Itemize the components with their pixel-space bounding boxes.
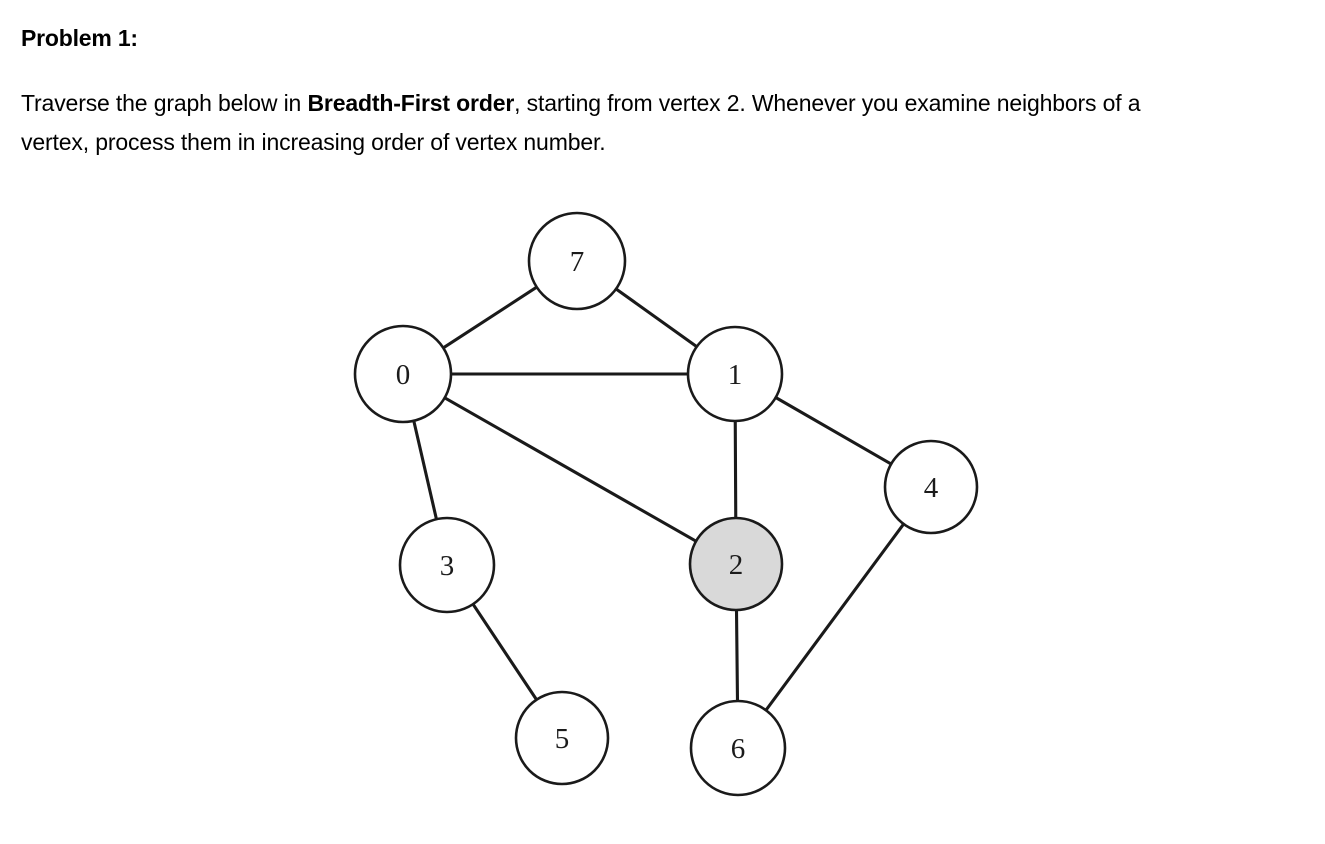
graph-edge-0-3 (412, 418, 439, 522)
body-text: Traverse the graph below in (21, 90, 308, 116)
graph-node-circle-0[interactable] (353, 324, 453, 424)
graph-edge-6-4 (763, 521, 906, 713)
graph-node-circle-4[interactable] (883, 439, 979, 535)
graph-node-circle-3[interactable] (398, 516, 496, 614)
emphasis-text: Breadth-First order (307, 90, 515, 116)
graph-node-1[interactable]: 1 (686, 325, 784, 423)
graph-node-label-4: 4 (924, 472, 939, 504)
problem-statement: Traverse the graph below in Breadth-Firs… (21, 84, 1191, 162)
page-title: Problem 1: (21, 25, 138, 51)
graph-node-circle-2[interactable] (688, 516, 784, 612)
graph-node-label-0: 0 (396, 359, 411, 391)
graph-node-label-6: 6 (731, 733, 746, 765)
graph-node-circle-1[interactable] (686, 325, 784, 423)
graph-node-label-7: 7 (570, 246, 585, 278)
graph-node-2[interactable]: 2 (688, 516, 784, 612)
graph-node-label-3: 3 (440, 550, 455, 582)
graph-node-circle-6[interactable] (689, 699, 787, 797)
graph-edge-1-2 (733, 418, 738, 521)
graph-edge-7-1 (613, 286, 700, 349)
graph-node-0[interactable]: 0 (353, 324, 453, 424)
graph-edge-2-6 (734, 607, 740, 704)
graph-node-5[interactable]: 5 (514, 690, 610, 786)
graph-node-7[interactable]: 7 (527, 211, 627, 311)
graph-node-6[interactable]: 6 (689, 699, 787, 797)
graph-edge-3-5 (470, 601, 539, 703)
graph-node-label-5: 5 (555, 723, 570, 755)
graph-node-label-2: 2 (729, 549, 744, 581)
graph-edge-0-7 (440, 285, 540, 350)
graph-node-4[interactable]: 4 (883, 439, 979, 535)
graph-edge-0-2 (442, 395, 699, 544)
graph-edges (412, 285, 906, 713)
graph-edge-1-4 (773, 395, 894, 467)
graph-node-3[interactable]: 3 (398, 516, 496, 614)
graph-node-circle-5[interactable] (514, 690, 610, 786)
body-text: , starting from vertex 2. Whenever you e… (21, 90, 1141, 155)
graph-node-label-1: 1 (728, 359, 743, 391)
graph-node-circle-7[interactable] (527, 211, 627, 311)
